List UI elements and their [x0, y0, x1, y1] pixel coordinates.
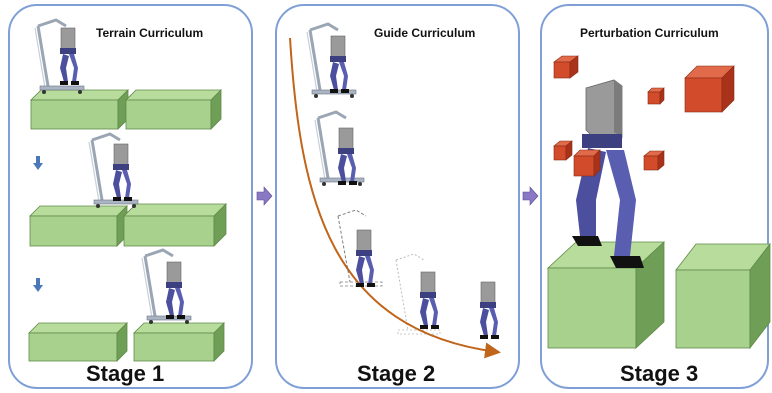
stage-label-2: Stage 2: [357, 361, 435, 386]
terrain-block-row-3: [28, 322, 225, 362]
perturbation-cube-4: [553, 140, 573, 161]
perturbation-cube-3: [684, 65, 735, 113]
perturbation-cube-6: [643, 150, 665, 171]
next-stage-arrow-2: [522, 186, 539, 206]
guide-curve: [289, 37, 501, 359]
panel-guide: [275, 4, 520, 389]
stage-label-3: Stage 3: [620, 361, 698, 386]
stage-label-1: Stage 1: [86, 361, 164, 386]
next-stage-arrow-1: [256, 186, 273, 206]
guide-frame-4-faded: [395, 253, 441, 335]
down-arrow-2: [33, 278, 43, 292]
perturbation-block-left: [546, 241, 666, 349]
terrain-block-row-1: [30, 89, 222, 130]
perturbation-cube-5: [573, 149, 601, 177]
down-arrow-1: [33, 156, 43, 170]
perturbation-cube-2: [647, 87, 665, 105]
terrain-block-row-2: [29, 203, 227, 247]
perturbation-cube-1: [553, 55, 579, 79]
perturbation-block-right: [675, 242, 771, 350]
panel-title-perturbation: Perturbation Curriculum: [580, 26, 719, 40]
panel-title-guide: Guide Curriculum: [374, 26, 475, 40]
panel-title-terrain: Terrain Curriculum: [96, 26, 203, 40]
